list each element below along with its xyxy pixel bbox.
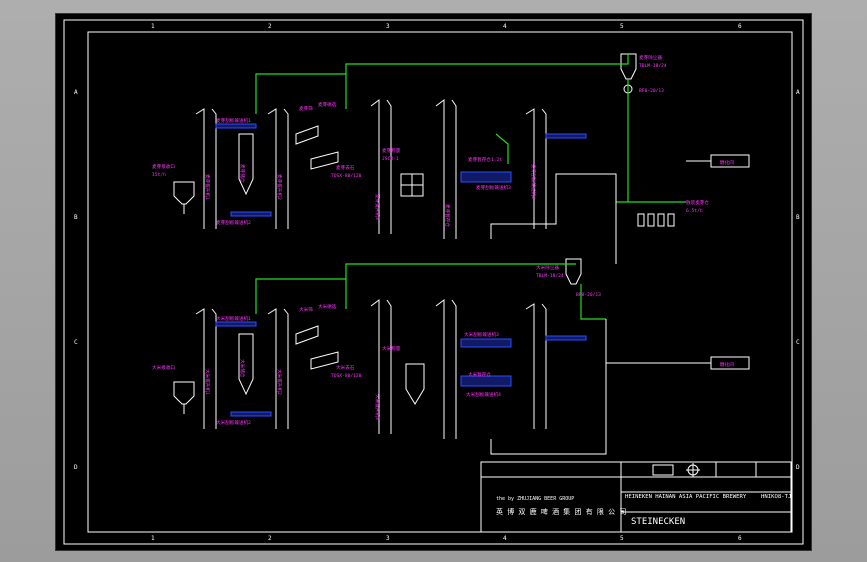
rice-silo: 大米储仓	[239, 359, 246, 378]
malt-intake-label: 麦芽接收口	[152, 163, 175, 170]
malt-conveyor-4: 麦芽刮板输送机4	[530, 164, 537, 199]
rice-bin: 大米暂存仓	[468, 371, 491, 378]
rice-conveyor-1: 大米刮板输送机1	[216, 315, 251, 322]
malt-elevator-2: 麦芽提升机2	[276, 174, 283, 200]
malt-line: 麦芽接收口 15t/h 麦芽提升机1 麦芽刮板输送机1 麦芽储仓 麦芽刮板输送机…	[152, 53, 750, 239]
malt-silo: 麦芽储仓	[239, 164, 246, 183]
malt-filter-model: TBLM-18/24	[639, 63, 667, 69]
grid-right: A B C D	[796, 89, 800, 471]
malt-magnet: 麦芽磁选	[318, 101, 337, 108]
malt-fan: BF8-20/13	[639, 88, 664, 94]
outer-frame	[63, 19, 804, 545]
process-flow-diagram: 1 2 3 4 5 6 1 2 3 4 5 6 A B C D A B C D	[63, 19, 804, 545]
rice-destoner: 大米去石	[336, 364, 355, 371]
rice-intake-label: 大米接收口	[152, 364, 175, 371]
grid-col-5-bottom: 5	[620, 535, 624, 542]
rice-destoner-model: TQSX-80/120	[331, 373, 362, 379]
malt-conveyor-2: 麦芽刮板输送机2	[216, 219, 251, 226]
rice-screen: 大米筛	[299, 306, 313, 313]
grid-row-a: A	[74, 89, 78, 96]
grid-col-1-bottom: 1	[151, 535, 155, 542]
malt-scale-model: JSCB-1	[382, 156, 399, 162]
grid-row-c: C	[74, 339, 78, 346]
malt-rate-label: 15t/h	[152, 172, 166, 178]
malt-silo-capacity: 6.5t/h	[686, 208, 703, 214]
group-en: the by ZHUJIANG BEER GROUP	[496, 496, 574, 502]
grid-col-6-bottom: 6	[738, 535, 742, 542]
grid-col-3-bottom: 3	[386, 535, 390, 542]
malt-screen: 麦芽筛	[299, 105, 313, 112]
grid-col-5: 5	[620, 23, 624, 30]
to-brewhouse-upper-label: 糖化间	[720, 159, 734, 166]
drawing-number: HNIKO8-TJ	[761, 494, 791, 500]
malt-silo-group: 散装麦芽仓	[686, 199, 709, 206]
malt-conveyor-1: 麦芽刮板输送机1	[216, 117, 251, 124]
grid-top: 1 2 3 4 5 6	[151, 23, 742, 30]
grid-row-d: D	[74, 464, 78, 471]
malt-elevator-3: 麦芽提升机3	[374, 194, 381, 220]
rice-scale: 大米称量	[382, 345, 401, 352]
grid-col-4-bottom: 4	[503, 535, 507, 542]
to-brewhouse-lower-label: 糖化间	[720, 361, 734, 368]
rice-conveyor-2: 大米刮板输送机2	[216, 419, 251, 426]
malt-scale: 麦芽称量	[382, 147, 401, 154]
group-cn: 英 博 双 鹿 啤 酒 集 团 有 限 公 司	[496, 507, 626, 516]
grid-col-1: 1	[151, 23, 155, 30]
grid-row-b-right: B	[796, 214, 800, 221]
malt-mill-feed: 麦芽暂存仓	[444, 204, 451, 227]
malt-destoner-model: TQSX-80/120	[331, 173, 362, 179]
malt-destoner: 麦芽去石	[336, 164, 355, 171]
rice-filter-model: TBLM-18/24	[536, 273, 564, 279]
grid-col-2: 2	[268, 23, 272, 30]
grid-col-3: 3	[386, 23, 390, 30]
rice-conveyor-4: 大米刮板输送机4	[466, 391, 501, 398]
malt-elevator-1: 麦芽提升机1	[204, 174, 211, 200]
grid-row-c-right: C	[796, 339, 800, 346]
grid-col-4: 4	[503, 23, 507, 30]
designer-name: STEINECKEN	[631, 517, 685, 527]
grid-col-2-bottom: 2	[268, 535, 272, 542]
grid-row-d-right: D	[796, 464, 800, 471]
malt-conveyor-3: 麦芽刮板输送机3	[476, 184, 511, 191]
malt-bin-1: 麦芽暂存仓1.2t	[468, 156, 502, 163]
grid-col-6: 6	[738, 23, 742, 30]
rice-line: 大米接收口 大米提升机1 大米刮板输送机1 大米储仓 大米刮板输送机2 大米提升…	[152, 202, 750, 455]
rice-fan: BF8-20/13	[576, 292, 601, 298]
title-block: the by ZHUJIANG BEER GROUP 英 博 双 鹿 啤 酒 集…	[480, 461, 792, 533]
rice-elevator-2: 大米提升机2	[276, 369, 283, 395]
inner-frame	[87, 31, 793, 533]
company-en: HEINEKEN HAINAN ASIA PACIFIC BREWERY	[625, 494, 747, 500]
rice-elevator-1: 大米提升机1	[204, 369, 211, 395]
malt-dust-filter: 麦芽除尘器	[639, 54, 662, 61]
grid-row-b: B	[74, 214, 78, 221]
rice-magnet: 大米磁选	[318, 303, 337, 310]
drawing-viewport[interactable]: 1 2 3 4 5 6 1 2 3 4 5 6 A B C D A B C D	[55, 13, 812, 551]
grid-row-a-right: A	[796, 89, 800, 96]
rice-dust-filter: 大米除尘器	[536, 264, 559, 271]
rice-conveyor-3: 大米刮板输送机3	[464, 331, 499, 338]
grid-left: A B C D	[74, 89, 78, 471]
rice-elevator-3: 大米提升机3	[374, 394, 381, 420]
grid-bottom: 1 2 3 4 5 6	[151, 535, 742, 542]
